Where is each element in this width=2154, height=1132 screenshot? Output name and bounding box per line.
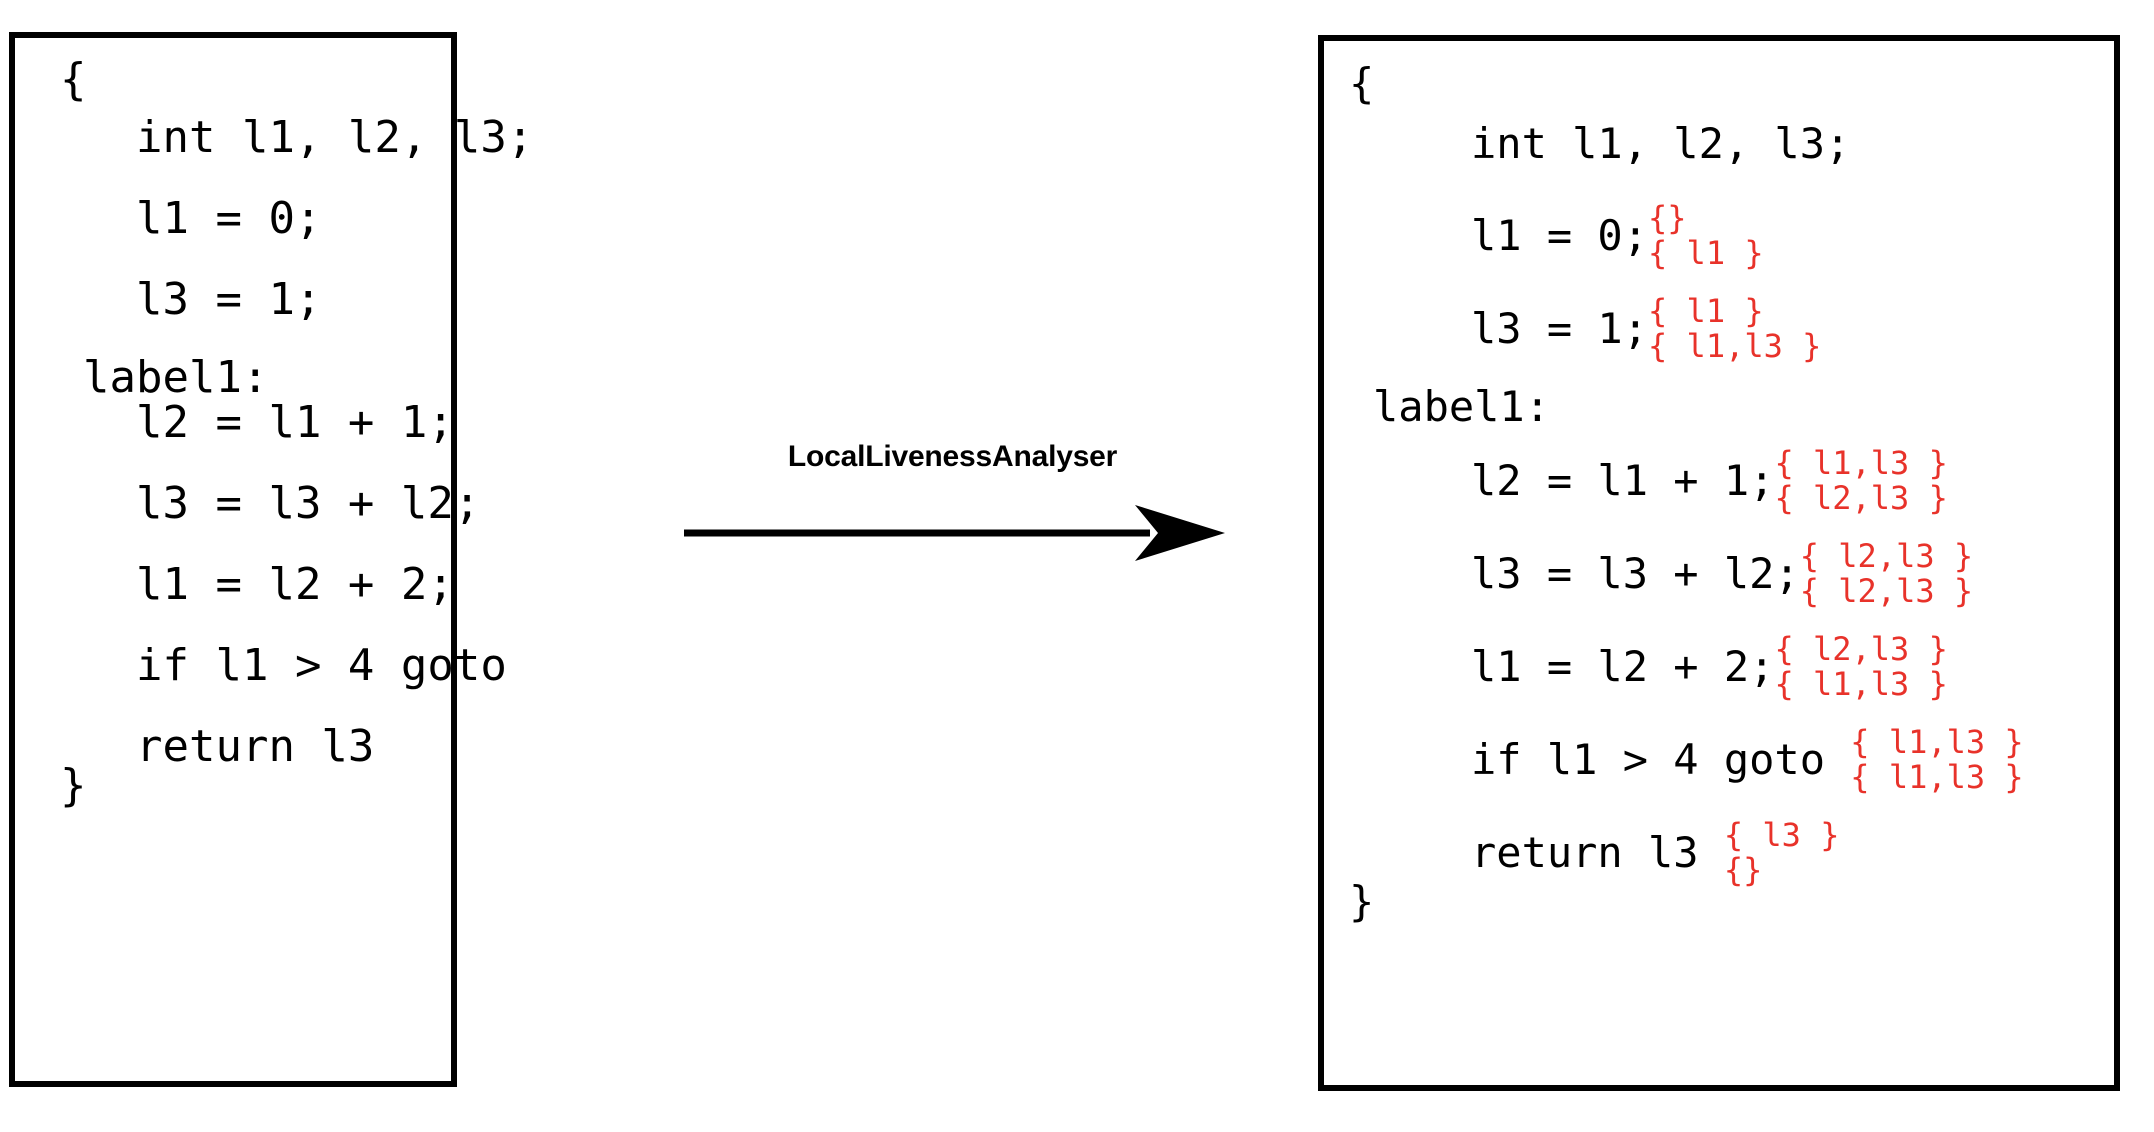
output-line-assign-l3-1: l3 = 1; { l1 } { l1,l3 }	[1471, 294, 1821, 363]
liveness-sets-assign-l2: { l1,l3 } { l2,l3 }	[1774, 446, 1947, 515]
live-in-set: { l1 }	[1648, 292, 1764, 330]
liveness-sets-assign-l3-1: { l1 } { l1,l3 }	[1648, 294, 1821, 363]
output-code-label1: label1:	[1373, 382, 1551, 431]
live-in-set: { l2,l3 }	[1799, 537, 1974, 575]
live-in-set: { l1,l3 }	[1850, 723, 2024, 761]
output-code-assign-l3-1: l3 = 1;	[1471, 303, 1649, 353]
liveness-sets-return: { l3 } {}	[1724, 818, 1840, 887]
output-line-assign-l2: l2 = l1 + 1; { l1,l3 } { l2,l3 }	[1471, 446, 1948, 515]
output-line-declaration: int l1, l2, l3;	[1471, 123, 1850, 165]
live-out-set: { l2,l3 }	[1774, 478, 1948, 517]
output-code-declaration: int l1, l2, l3;	[1471, 119, 1851, 168]
live-out-set: {}	[1723, 850, 1763, 889]
output-line-close-brace: }	[1349, 881, 1374, 923]
input-line-declaration: int l1, l2, l3;	[136, 112, 534, 163]
output-code-assign-l3-sum: l3 = l3 + l2;	[1471, 548, 1800, 598]
live-out-set: { l1 }	[1648, 233, 1764, 272]
live-out-set: { l1,l3 }	[1774, 664, 1948, 703]
transform-arrow-group: LocalLivenessAnalyser	[680, 440, 1225, 600]
live-out-set: { l1,l3 }	[1648, 326, 1822, 365]
input-line-open-brace: {	[60, 54, 87, 105]
output-code-assign-l2: l2 = l1 + 1;	[1471, 455, 1775, 505]
live-in-set: { l3 }	[1723, 816, 1840, 854]
input-line-assign-l1-0: l1 = 0;	[136, 193, 322, 244]
output-line-assign-l3-sum: l3 = l3 + l2; { l2,l3 } { l2,l3 }	[1471, 539, 1973, 608]
liveness-sets-if-goto: { l1,l3 } { l1,l3 }	[1850, 725, 2023, 794]
input-line-assign-l2: l2 = l1 + 1;	[136, 397, 454, 448]
live-in-set: { l2,l3 }	[1774, 630, 1948, 668]
input-program-box: { int l1, l2, l3; l1 = 0; l3 = 1; label1…	[9, 32, 533, 1087]
output-line-assign-l1-sum: l1 = l2 + 2; { l2,l3 } { l1,l3 }	[1471, 632, 1948, 701]
liveness-sets-assign-l1-0: {} { l1 }	[1648, 201, 1764, 270]
input-line-close-brace: }	[60, 760, 87, 811]
input-line-return: return l3	[136, 721, 375, 772]
output-line-if-goto: if l1 > 4 goto { l1,l3 } { l1,l3 }	[1471, 725, 2024, 794]
input-line-assign-l3-1: l3 = 1;	[136, 274, 322, 325]
input-line-assign-l1-sum: l1 = l2 + 2;	[136, 559, 454, 610]
liveness-sets-assign-l3-sum: { l2,l3 } { l2,l3 }	[1800, 539, 1973, 608]
live-out-set: { l1,l3 }	[1850, 757, 2024, 796]
output-code-assign-l1-sum: l1 = l2 + 2;	[1471, 641, 1775, 691]
input-line-assign-l3-sum: l3 = l3 + l2;	[136, 478, 481, 529]
output-line-open-brace: {	[1349, 63, 1374, 105]
output-line-return: return l3 { l3 } {}	[1471, 818, 1839, 887]
output-program-box: { int l1, l2, l3; l1 = 0; {} { l1 } l3 =…	[1318, 35, 2120, 1091]
liveness-sets-assign-l1-sum: { l2,l3 } { l1,l3 }	[1774, 632, 1947, 701]
input-line-label1: label1:	[83, 352, 269, 403]
output-code-if-goto: if l1 > 4 goto	[1471, 734, 1851, 784]
arrow-right-icon	[684, 505, 1225, 561]
output-code-assign-l1-0: l1 = 0;	[1471, 210, 1649, 260]
output-line-assign-l1-0: l1 = 0; {} { l1 }	[1471, 201, 1764, 270]
output-code-close-brace: }	[1349, 877, 1375, 926]
arrow-label: LocalLivenessAnalyser	[787, 440, 1118, 473]
output-code-return: return l3	[1471, 827, 1724, 877]
live-in-set: {}	[1648, 199, 1687, 237]
input-line-if-goto: if l1 > 4 goto	[136, 640, 507, 691]
output-code-open-brace: {	[1349, 59, 1375, 108]
output-line-label1: label1:	[1373, 386, 1550, 428]
live-out-set: { l2,l3 }	[1799, 571, 1974, 610]
live-in-set: { l1,l3 }	[1774, 444, 1948, 482]
